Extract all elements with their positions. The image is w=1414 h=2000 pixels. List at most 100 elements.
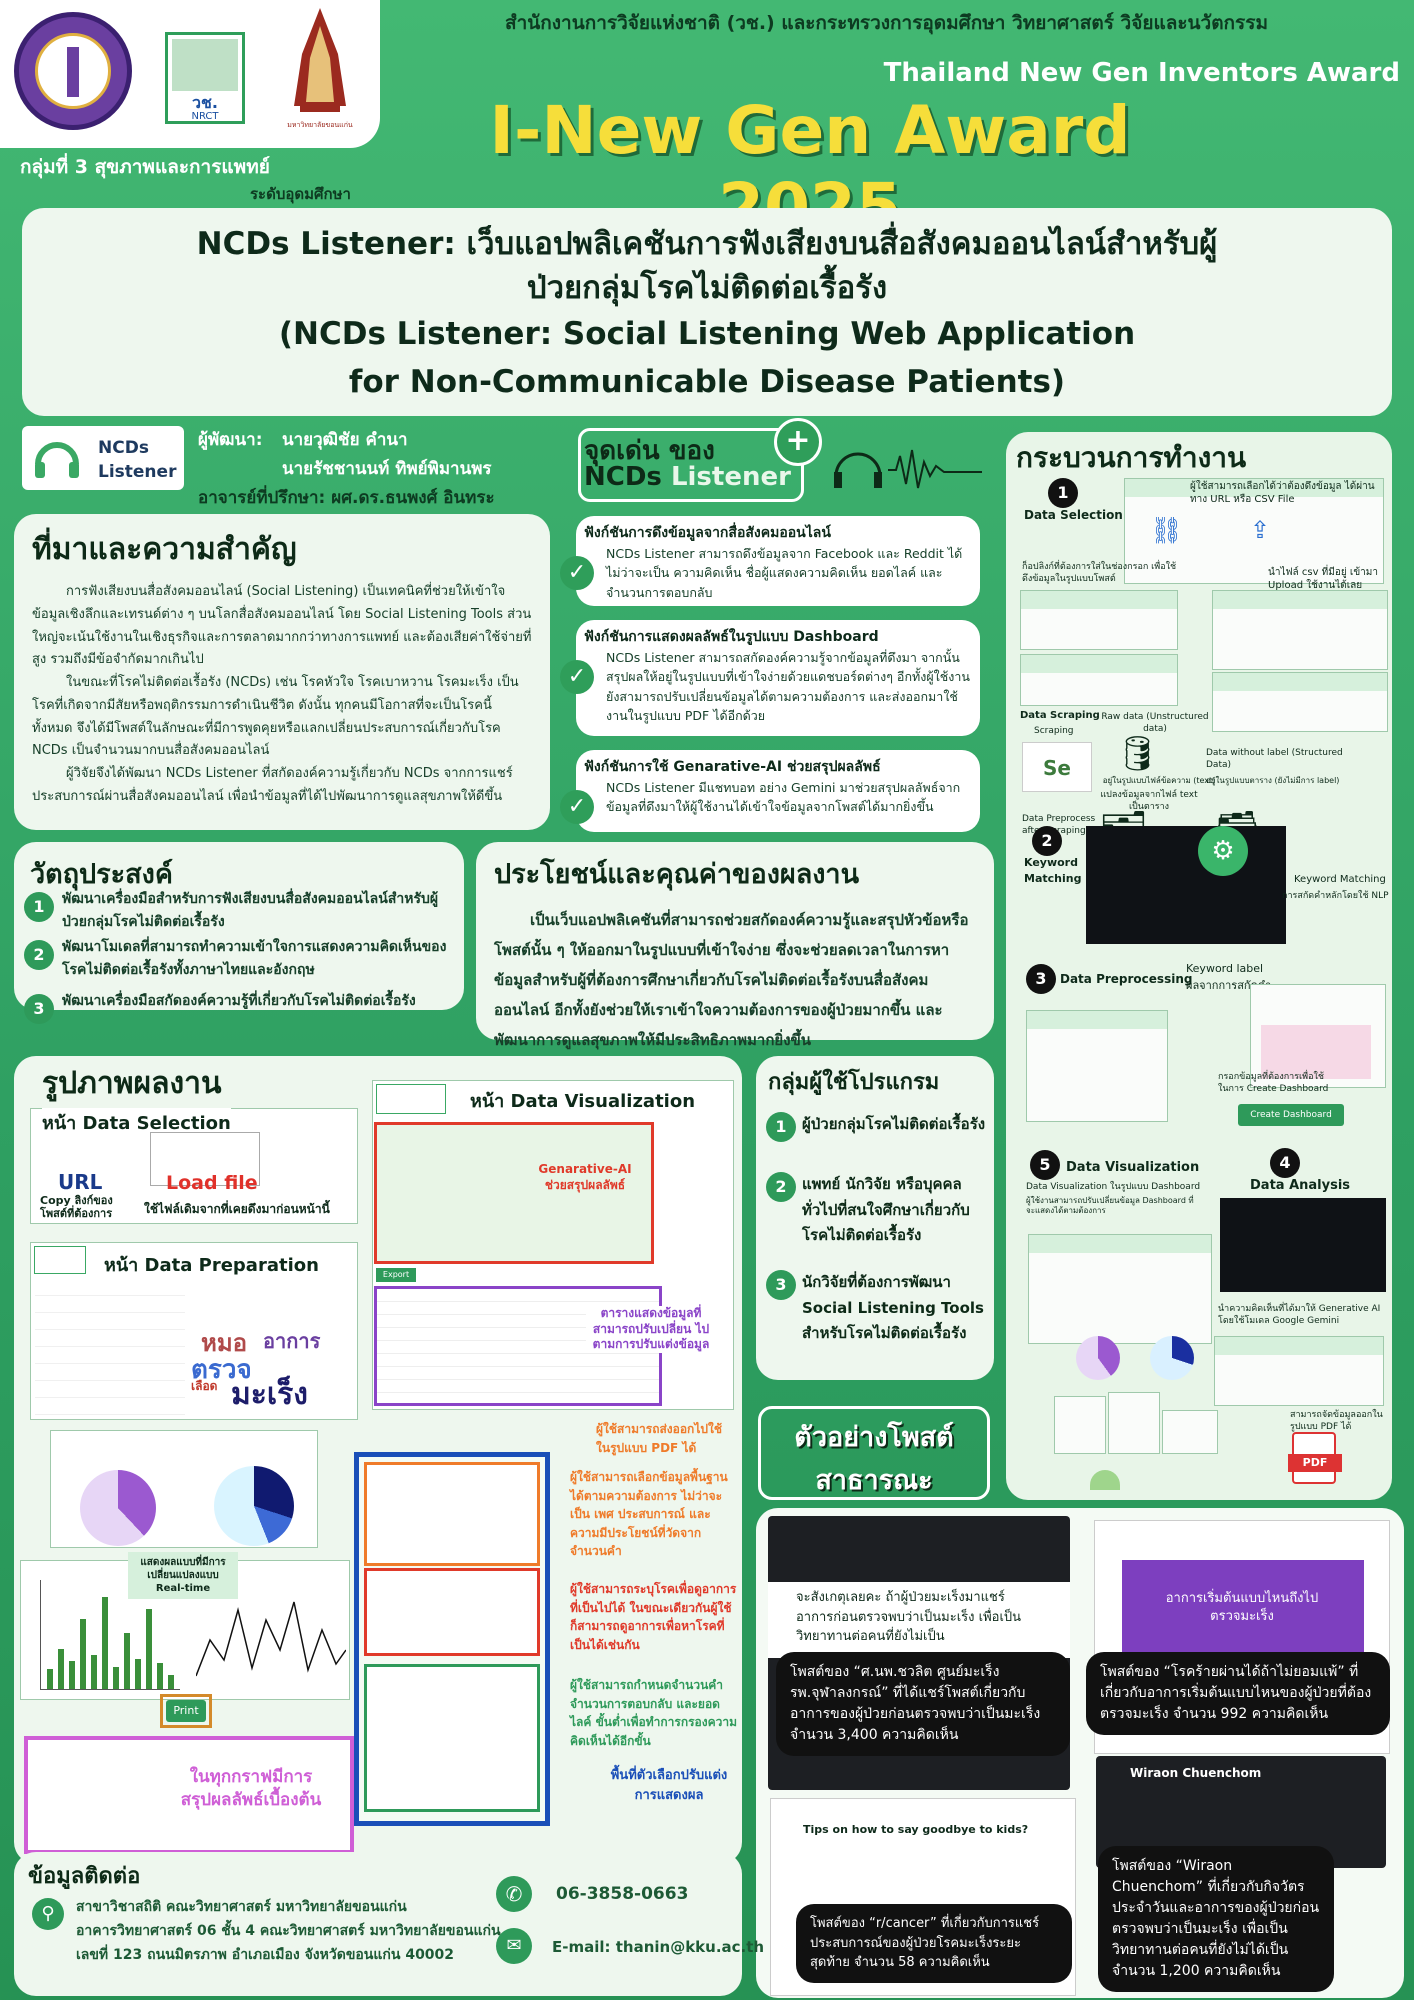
step-3-kw-label: Keyword label [1186,962,1264,975]
example-post-2-caption: โพสต์ของ “โรคร้ายผ่านได้ถ้าไม่ยอมแพ้” ที… [1086,1652,1390,1735]
title-th-line1: NCDs Listener: เว็บแอปพลิเคชันการฟังเสีย… [196,226,1218,262]
check-icon: ✓ [560,556,594,590]
table-thumb [1162,1410,1218,1454]
filter-count-note: ผู้ใช้สามารถกำหนดจำนวนคำจำนวนการตอบกลับ … [570,1678,738,1748]
bar-mark [58,1649,64,1689]
step-3-label: Data Preprocessing [1060,972,1193,986]
raw-data-note: อยู่ในรูปแบบไฟล์ข้อความ (text) [1102,776,1216,785]
objective-3: พัฒนาเครื่องมือสกัดองค์ความรู้ที่เกี่ยวก… [62,993,416,1009]
highlight-title-1: ฟังก์ชันการดึงข้อมูลจากสื่อสังคมออนไลน์ [584,525,831,541]
dashboard-pie-2 [214,1466,294,1546]
examples-title-1: ตัวอย่างโพสต์ [794,1422,954,1453]
step-3-kw-label-2: ผลจากการสกัดคำ [1186,979,1272,992]
step-4-gen-note: นำความคิดเห็นที่ได้มาให้ Generative AI โ… [1218,1304,1381,1326]
step-3-dash-note: กรอกข้อมูลที่ต้องการเพื่อใช้ในการ Create… [1218,1072,1329,1094]
objective-number-3: 3 [24,994,54,1024]
step-4-pdf-note: สามารถจัดข้อมูลออกในรูปแบบ PDF ได้ [1290,1410,1383,1432]
print-button[interactable]: Print [166,1700,206,1722]
advisor: อาจารย์ที่ปรึกษา: ผศ.ดร.ธนพงศ์ อินทระ [198,488,495,508]
highlight-text-1: NCDs Listener สามารถดึงข้อมูลจาก Faceboo… [606,546,963,600]
email-icon: ✉ [496,1928,532,1964]
level-label: ระดับอุดมศึกษา [250,185,351,203]
pdf-export-note: ผู้ใช้สามารถส่งออกไปใช้ในรูปแบบ PDF ได้ [596,1422,722,1455]
database-icon: 🛢 [1116,734,1160,774]
benefits-title: ประโยชน์และคุณค่าของผลงาน [494,859,860,890]
background-p2: ในขณะที่โรคไม่ติดต่อเรื้อรัง (NCDs) เช่น… [32,675,519,759]
filter-basic-box[interactable] [364,1462,540,1566]
step-1-choose-note: ผู้ใช้สามารถเลือกได้ว่าต้องดึงข้อมูล ได้… [1190,481,1375,505]
word-cloud-word: อาการ [263,1329,321,1353]
no-label-data-note-2: อยู่ในรูปแบบตาราง (ยังไม่มีการ label) [1206,776,1340,785]
nrct-logo-sub: NRCT [191,111,219,122]
step-5-label: Data Visualization [1066,1160,1200,1175]
contact-address-3: เลขที่ 123 ถนนมิตรภาพ อำเภอเมือง จังหวัด… [76,1947,455,1963]
step-1-upload-note: นำไฟล์ csv ที่มีอยู่ เข้ามา Upload ใช้งา… [1268,567,1378,591]
process-title: กระบวนการทำงาน [1016,441,1247,474]
step-3-number: 3 [1026,964,1056,994]
filter-disease-box[interactable] [364,1568,540,1656]
check-icon: ✓ [560,660,594,694]
nrct-seal-logo [14,12,132,130]
post-3-head: Tips on how to say goodbye to kids? [803,1823,1029,1836]
objective-2: พัฒนาโมเดลที่สามารถทำความเข้าใจการแสดงคว… [62,939,447,979]
logo-word-2: Listener [98,462,177,482]
contact-email[interactable]: E-mail: thanin@kku.ac.th [552,1938,765,1956]
developer-2: นายรัชชานนท์ ทิพย์พิมานพร [282,459,492,479]
highlight-text-2: NCDs Listener สามารถสกัดองค์ความรู้จากข้… [606,650,970,724]
highlight-card-2 [576,620,980,736]
phone-icon: ✆ [496,1876,532,1912]
logo-word-1: NCDs [98,438,149,458]
step-2-note-2: การสกัดคำหลักโดยใช้ NLP [1282,891,1389,901]
example-post-4-caption: โพสต์ของ “Wiraon Chuenchom” ที่เกี่ยวกับ… [1098,1846,1334,1992]
award-en: Thailand New Gen Inventors Award [883,58,1400,88]
contact-phone[interactable]: 06-3858-0663 [556,1884,689,1904]
export-button[interactable]: Export [376,1268,416,1282]
pdf-icon-label: PDF [1288,1454,1342,1472]
highlight-title-2: ฟังก์ชันการแสดงผลลัพธ์ในรูปแบบ Dashboard [584,629,879,645]
objective-1: พัฒนาเครื่องมือสำหรับการฟังเสียงบนสื่อสั… [62,891,439,931]
contact-panel: ข้อมูลติดต่อ [14,1852,742,1996]
filter-area-note: พื้นที่ตัวเลือกปรับแต่งการแสดงผล [610,1768,728,1804]
no-label-data-note: Data without label (Structured Data) [1206,748,1343,770]
title-panel: NCDs Listener: เว็บแอปพลิเคชันการฟังเสีย… [22,208,1392,416]
bar-mark [102,1597,108,1689]
dashboard-bar-chart [40,1580,180,1690]
background-title: ที่มาและความสำคัญ [32,532,297,567]
word-cloud-word: ตรวจ [191,1355,252,1385]
location-icon: ⚲ [32,1898,64,1930]
highlight-card-1 [576,516,980,606]
title-th-line2: ป่วยกลุ่มโรคไม่ติดต่อเรื้อรัง [526,270,888,306]
title-en-line2: for Non-Communicable Disease Patients) [348,364,1066,400]
highlights-title-1: จุดเด่น ของ [584,436,715,466]
objectives-panel: วัตถุประสงค์ [14,842,464,1010]
preparation-table [35,1279,185,1415]
create-dashboard-button[interactable]: Create Dashboard [1238,1104,1344,1126]
target-number-1: 1 [766,1112,796,1142]
group-label: กลุ่มที่ 3 สุขภาพและการแพทย์ [20,156,270,178]
filter-count-box[interactable] [364,1664,540,1812]
step-5-note-2: ผู้ใช้งานสามารถปรับเปลี่ยนข้อมูล Dashboa… [1026,1196,1194,1216]
highlight-card-3 [576,750,980,832]
benefits-text: เป็นเว็บแอปพลิเคชันที่สามารถช่วยสกัดองค์… [494,911,969,1049]
example-post-3-caption: โพสต์ของ “r/cancer” ที่เกี่ยวกับการแชร์ป… [796,1904,1072,1983]
step-4-number: 4 [1270,1148,1300,1178]
background-p1: การฟังเสียงบนสื่อสังคมออนไลน์ (Social Li… [32,584,532,668]
step-2-number: 2 [1032,826,1062,856]
word-cloud-word: หมอ [201,1329,248,1357]
background-panel: ที่มาและความสำคัญ การฟังเสียงบนสื่อสังคม… [14,514,550,830]
objective-number-2: 2 [24,940,54,970]
medical-plus-icon: + [774,418,822,466]
bar-mark [135,1659,141,1689]
kku-logo: มหาวิทยาลัยขอนแก่น [280,6,360,130]
bar-mark [80,1619,86,1689]
bar-chart-thumb-1 [1054,1396,1106,1454]
summary-note: ในทุกกราฟมีการสรุปผลลัพธ์เบื้องต้น [180,1767,322,1810]
highlight-title-3: ฟังก์ชันการใช้ Genarative-AI ช่วยสรุปผลล… [584,759,881,775]
filter-disease-note: ผู้ใช้สามารถระบุโรคเพื่อดูอาการที่เป็นไป… [570,1582,737,1652]
highlights-title-2: NCDs Listener [584,462,791,492]
beautifulsoup-selenium-logo: Se [1022,742,1092,792]
step-3-stats-screenshot [1250,984,1386,1088]
step-1-choose-screenshot [1124,478,1384,584]
step-1-url-screenshot [1020,590,1178,650]
link-icon: ⛓ [1150,516,1184,546]
